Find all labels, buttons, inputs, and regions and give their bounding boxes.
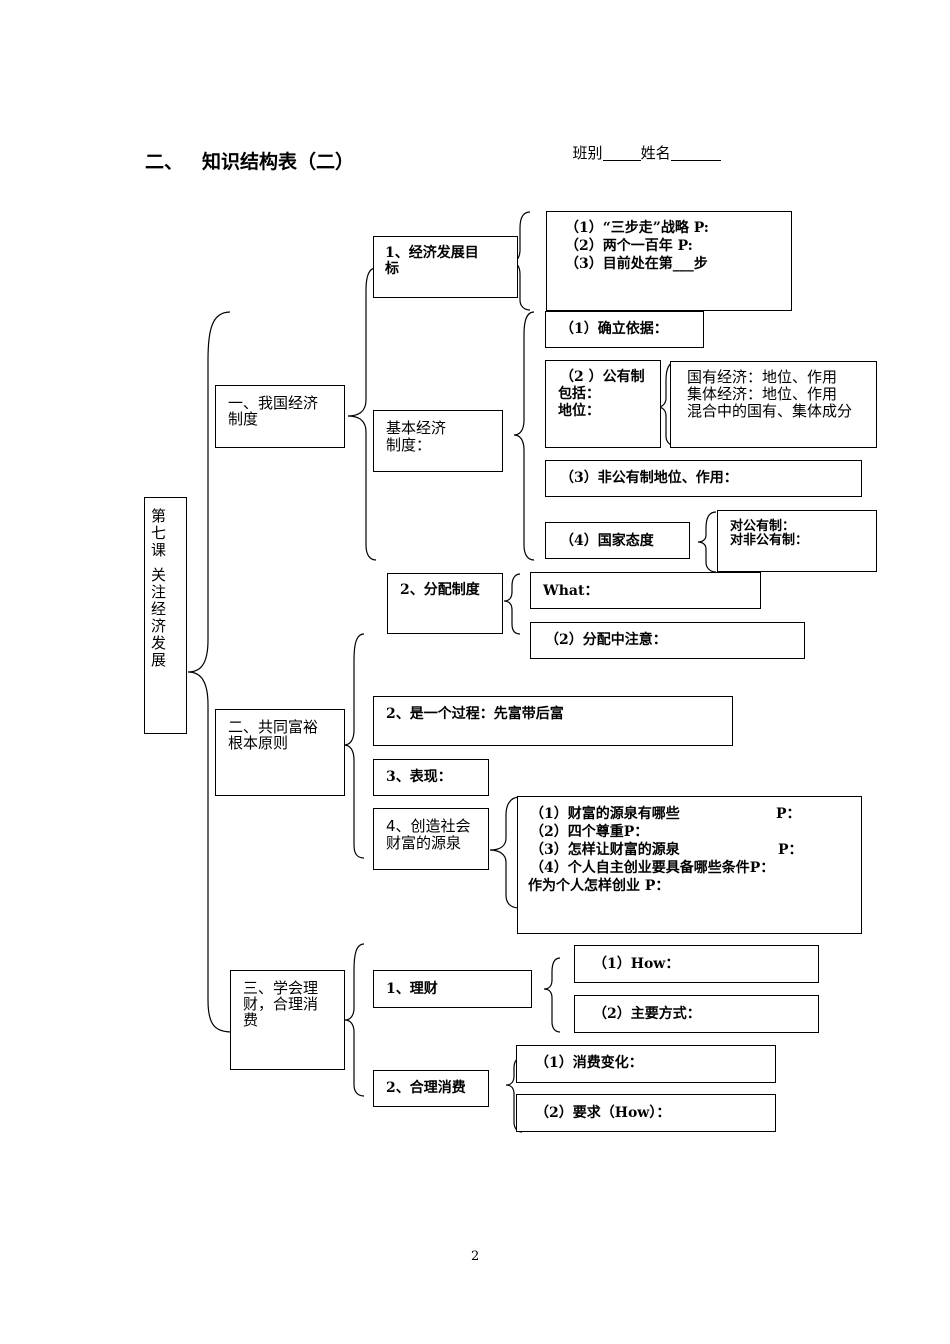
wealth-detail-3: （3）怎样让财富的源泉	[530, 842, 680, 858]
state-attitude-detail-box[interactable]: 对公有制： 对非公有制：	[717, 510, 877, 572]
basis-text: （1）确立依据：	[560, 321, 668, 337]
section3-title-line1: 三、学会理	[243, 979, 319, 997]
root-char: 注	[151, 583, 167, 601]
consumption-box: 2、合理消费	[373, 1070, 489, 1107]
root-char: 济	[151, 617, 167, 635]
finance-how-box[interactable]: （1）How：	[574, 945, 819, 983]
public-line1: （2 ）公有制	[560, 369, 645, 385]
section1-box: 一、我国经济 制度	[215, 385, 345, 448]
finance-methods-text: （2）主要方式：	[593, 1006, 701, 1022]
consumption-requirement-box[interactable]: （2）要求（How）：	[516, 1094, 776, 1132]
basic-label-line1: 基本经济	[386, 419, 447, 437]
section3-title-line3: 费	[243, 1011, 259, 1029]
wealth-detail-1: （1）财富的源泉有哪些	[530, 806, 680, 822]
goal-item-2: （2）两个一百年 P:	[565, 238, 693, 254]
page-title: 知识结构表（二）	[202, 151, 355, 173]
class-blank[interactable]	[602, 146, 641, 161]
distribution-label: 2、分配制度	[400, 582, 480, 598]
basic-system-box: 基本经济 制度：	[373, 410, 503, 472]
wealth-source-box: 4、创造社会 财富的源泉	[373, 808, 489, 870]
manifestation-text: 3、表现：	[386, 769, 452, 785]
process-box[interactable]: 2、是一个过程：先富带后富	[373, 696, 733, 746]
consumption-change-box[interactable]: （1）消费变化：	[516, 1045, 776, 1083]
manifestation-box[interactable]: 3、表现：	[373, 759, 489, 796]
distribution-box: 2、分配制度	[387, 573, 503, 634]
wealth-detail-3-p: P：	[778, 842, 803, 858]
wealth-source-line2: 财富的源泉	[386, 834, 462, 852]
wealth-detail-1-p: P：	[776, 806, 801, 822]
section2-title-line2: 根本原则	[228, 734, 289, 752]
root-topic-box: 第 七 课 关 注 经 济 发 展	[144, 497, 187, 734]
goal-label-line2: 标	[385, 261, 399, 277]
non-public-box[interactable]: （3）非公有制地位、作用：	[545, 460, 862, 497]
finance-methods-box[interactable]: （2）主要方式：	[574, 995, 819, 1033]
public-ownership-box[interactable]: （2 ）公有制 包括： 地位：	[545, 360, 661, 448]
basis-box[interactable]: （1）确立依据：	[545, 311, 704, 348]
root-char: 经	[151, 600, 167, 618]
attitude-public: 对公有制：	[730, 519, 796, 534]
root-char: 第	[151, 507, 167, 525]
basic-label-line2: 制度：	[386, 436, 432, 454]
process-text: 2、是一个过程：先富带后富	[386, 706, 564, 722]
consumption-change-text: （1）消费变化：	[535, 1055, 643, 1071]
public-line2: 包括：	[558, 386, 600, 402]
class-label: 班别	[572, 144, 603, 162]
public-detail-1: 国有经济：地位、作用	[687, 368, 838, 386]
public-detail-box[interactable]: 国有经济：地位、作用 集体经济：地位、作用 混合中的国有、集体成分	[670, 361, 877, 448]
root-char: 课	[151, 541, 167, 559]
goal-box: 1、经济发展目 标	[373, 236, 518, 298]
wealth-detail-4: （4）个人自主创业要具备哪些条件P：	[530, 860, 775, 876]
section3-box: 三、学会理 财，合理消 费	[230, 970, 345, 1070]
attitude-non-public: 对非公有制：	[730, 533, 809, 548]
name-label: 姓名	[640, 144, 671, 162]
section3-title-line2: 财，合理消	[243, 995, 319, 1013]
public-line3: 地位：	[558, 403, 600, 419]
class-name-field[interactable]: 班别 姓名	[563, 129, 721, 161]
finance-label: 1、理财	[386, 981, 438, 997]
consumption-requirement-text: （2）要求（How）：	[535, 1105, 671, 1121]
distribution-note-text: （2）分配中注意：	[545, 632, 667, 648]
section1-title-line1: 一、我国经济	[228, 394, 319, 412]
section-number: 二、	[145, 151, 184, 173]
wealth-detail-2: （2）四个尊重P：	[530, 824, 649, 840]
goal-item-1: （1）“三步走”战略 P:	[565, 220, 709, 236]
goal-label-line1: 1、经济发展目	[385, 245, 479, 261]
goal-detail-box[interactable]: （1）“三步走”战略 P: （2）两个一百年 P: （3）目前处在第___步	[546, 211, 792, 311]
root-char: 七	[151, 524, 167, 542]
wealth-source-line1: 4、创造社会	[386, 817, 471, 835]
section2-box: 二、共同富裕 根本原则	[215, 709, 345, 796]
wealth-source-detail-box[interactable]: （1）财富的源泉有哪些 P： （2）四个尊重P： （3）怎样让财富的源泉 P： …	[517, 796, 862, 934]
section1-title-line2: 制度	[228, 410, 259, 428]
wealth-detail-5: 作为个人怎样创业 P：	[528, 878, 670, 894]
root-char: 展	[151, 651, 167, 669]
page-number: 2	[471, 1249, 480, 1264]
goal-item-3: （3）目前处在第___步	[565, 256, 708, 272]
root-char: 关	[151, 566, 167, 584]
distribution-what-box[interactable]: What：	[530, 572, 761, 609]
consumption-label: 2、合理消费	[386, 1080, 466, 1096]
root-topic-text: 第 七 课 关 注 经 济 发 展	[151, 508, 171, 669]
state-attitude-text: （4）国家态度	[560, 533, 654, 549]
state-attitude-box: （4）国家态度	[545, 522, 690, 559]
name-blank[interactable]	[670, 146, 721, 161]
finance-box: 1、理财	[373, 970, 532, 1008]
distribution-what-text: What：	[543, 583, 599, 599]
distribution-note-box[interactable]: （2）分配中注意：	[530, 622, 805, 659]
section2-title-line1: 二、共同富裕	[228, 718, 319, 736]
public-detail-3: 混合中的国有、集体成分	[687, 402, 853, 420]
finance-how-text: （1）How：	[593, 956, 680, 972]
public-detail-2: 集体经济：地位、作用	[687, 385, 838, 403]
root-char: 发	[151, 634, 167, 652]
non-public-text: （3）非公有制地位、作用：	[560, 470, 738, 486]
